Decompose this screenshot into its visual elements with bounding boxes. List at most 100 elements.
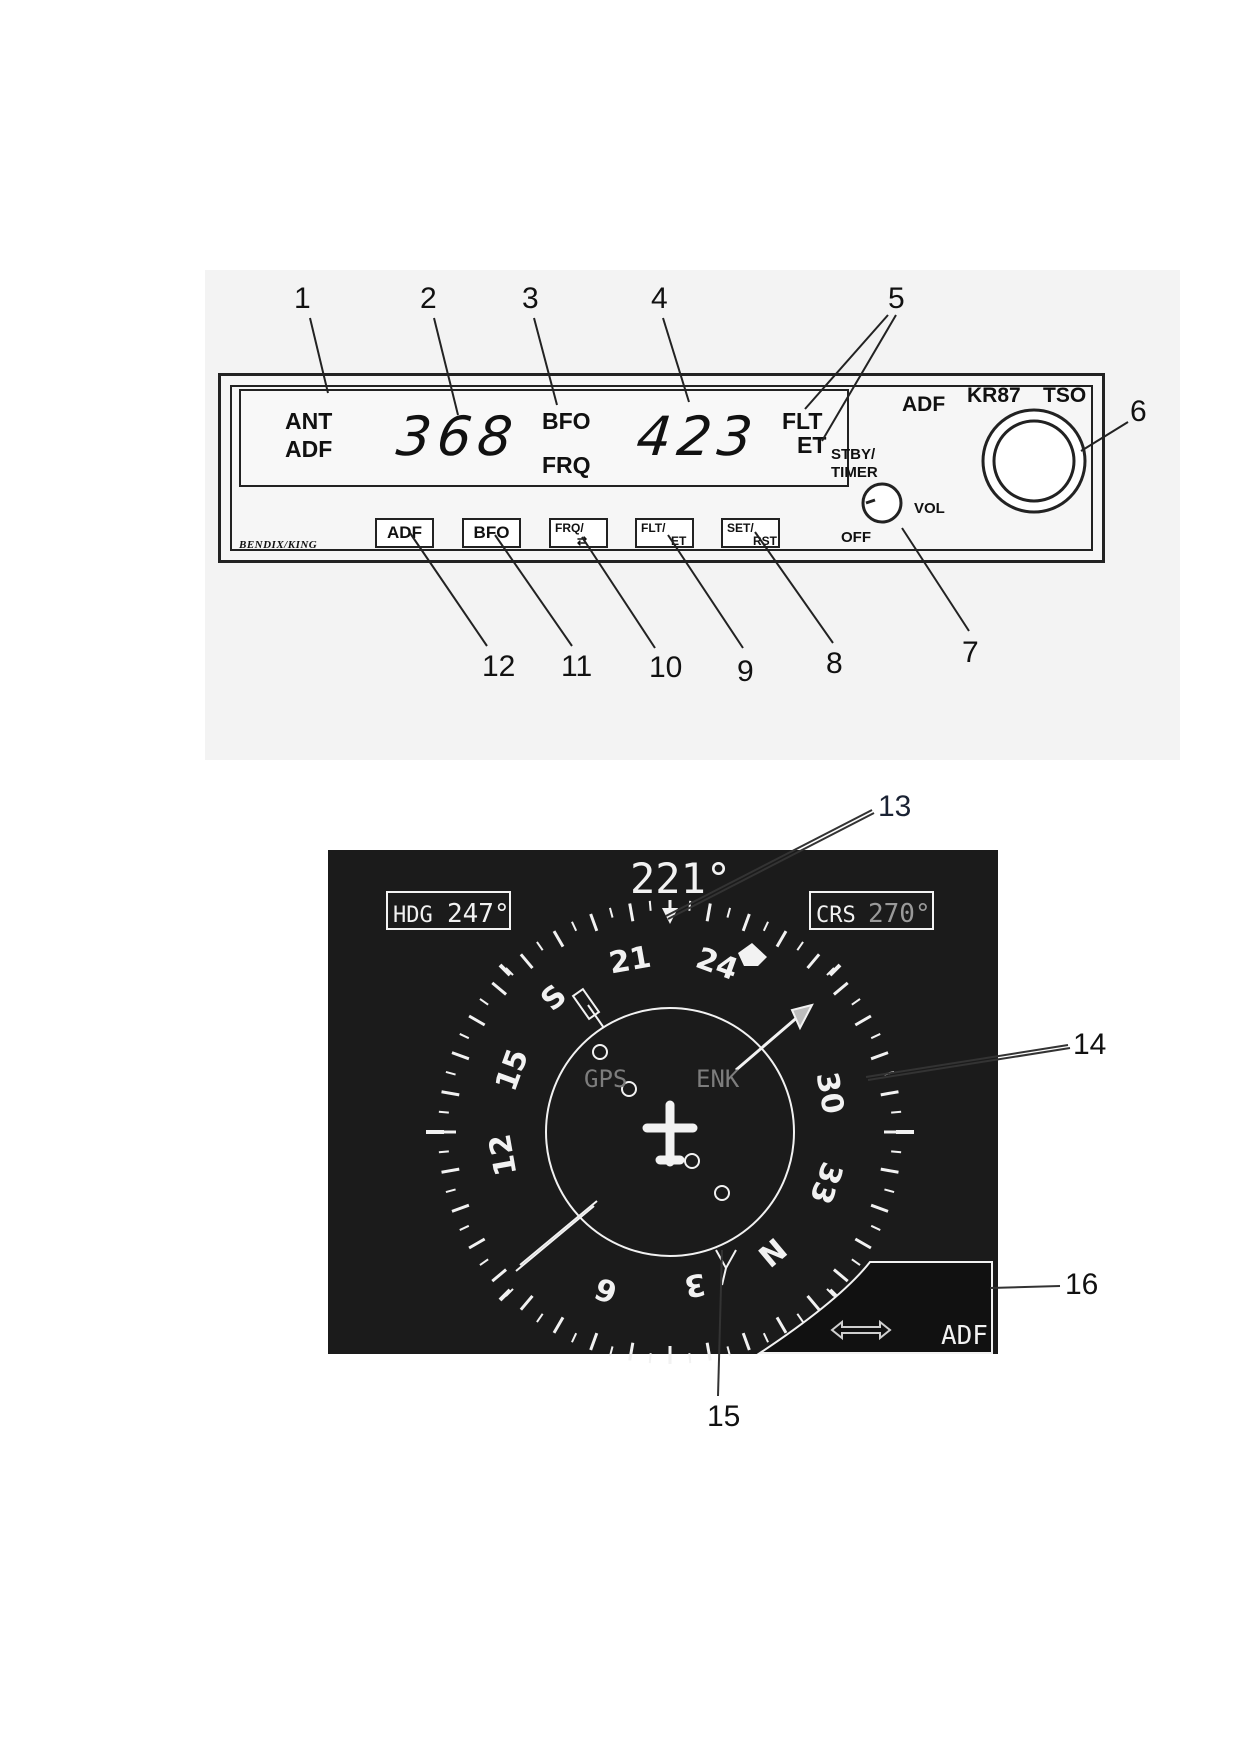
- compass-tick: [870, 1033, 881, 1040]
- compass-label-24: 24: [691, 941, 742, 988]
- compass-tick: [468, 1237, 486, 1250]
- bfo-button[interactable]: BFO: [462, 518, 521, 548]
- compass-tick: [438, 1110, 449, 1114]
- bfo-annunciator: BFO: [542, 408, 591, 434]
- stby-timer-label: STBY/ TIMER: [831, 446, 878, 481]
- compass-tick: [741, 1332, 751, 1351]
- volume-knob[interactable]: [861, 482, 903, 524]
- compass-tick: [880, 1167, 899, 1174]
- course-pointer-tail: [519, 1200, 598, 1266]
- compass-label-s: S: [534, 978, 573, 1018]
- compass-tick: [880, 1090, 899, 1097]
- callout-2: 2: [420, 282, 437, 315]
- callout-5: 5: [888, 282, 905, 315]
- compass-tick: [459, 1224, 470, 1231]
- compass-label-30: 30: [809, 1069, 851, 1116]
- compass-tick: [806, 1294, 821, 1311]
- frq-button-label: FRQ: [555, 521, 581, 535]
- compass-tick: [491, 1268, 508, 1283]
- compass-tick: [608, 1346, 614, 1357]
- brand-logo: BENDIX/KING: [239, 539, 318, 551]
- compass-tick: [775, 1316, 788, 1334]
- compass-tick: [519, 1294, 534, 1311]
- compass-tick: [705, 903, 712, 922]
- compass-tick: [851, 998, 861, 1006]
- compass-tick: [505, 967, 514, 976]
- callout-8: 8: [826, 647, 843, 680]
- compass-tick: [441, 1167, 460, 1174]
- enk-station-label: ENK: [696, 1065, 740, 1093]
- compass-label-21: 21: [606, 940, 653, 982]
- compass-tick: [628, 903, 635, 922]
- compass-tick: [451, 1203, 470, 1213]
- ant-annunciator: ANT: [285, 408, 333, 434]
- waypoint-markers: [592, 1044, 730, 1201]
- gps-waypoint-label: GPS: [584, 1065, 627, 1093]
- compass-tick: [552, 1316, 565, 1334]
- compass-tick: [891, 1110, 902, 1114]
- frq-annunciator: FRQ: [542, 452, 591, 478]
- flt-annunciator: FLT: [782, 408, 823, 434]
- hdg-box: [386, 891, 511, 930]
- compass-tick: [832, 981, 849, 996]
- adf-button[interactable]: ADF: [375, 518, 434, 548]
- callout-16: 16: [1065, 1268, 1099, 1301]
- compass-tick: [648, 1353, 652, 1364]
- source-toggle-arrow-icon: [830, 1319, 892, 1341]
- set-rst-button[interactable]: SET/ RST: [721, 518, 780, 548]
- compass-tick: [536, 1313, 544, 1323]
- compass-label-15: 15: [489, 1045, 536, 1096]
- compass-tick: [854, 1237, 872, 1250]
- compass-tick: [870, 1224, 881, 1231]
- flt-et-button[interactable]: FLT/ ET: [635, 518, 694, 548]
- compass-tick: [451, 1051, 470, 1061]
- callout-7: 7: [962, 636, 979, 669]
- volume-knob-pointer: [865, 498, 876, 505]
- compass-tick: [796, 1313, 804, 1323]
- inner-range-ring: [545, 1007, 795, 1257]
- compass-tick: [688, 1353, 692, 1364]
- course-pointer-tip: [571, 987, 601, 1021]
- compass-tick: [438, 1150, 449, 1154]
- compass-tick: [571, 921, 578, 932]
- compass-tick: [762, 921, 769, 932]
- crs-box: [809, 891, 934, 930]
- compass-tick: [884, 1188, 895, 1194]
- compass-tick: [832, 1268, 849, 1283]
- adf-source-corner[interactable]: [756, 1261, 993, 1354]
- compass-tick: [854, 1014, 872, 1027]
- frq-transfer-button[interactable]: FRQ/ ⇄: [549, 518, 608, 548]
- flt-button-label: FLT: [641, 521, 663, 535]
- compass-tick: [536, 941, 544, 951]
- compass-tick: [806, 953, 821, 970]
- adf-bearing-arrow-icon: [790, 1003, 814, 1031]
- compass-rose-ticks: [438, 900, 902, 1364]
- frequency-knob-inner[interactable]: [992, 419, 1076, 503]
- adf-annunciator: ADF: [285, 436, 333, 462]
- adf-bearing-tail-icon: [715, 1249, 737, 1286]
- compass-tick: [589, 913, 599, 932]
- compass-tick: [491, 981, 508, 996]
- compass-tick: [519, 953, 534, 970]
- compass-tick: [479, 998, 489, 1006]
- adf-label: ADF: [902, 393, 946, 416]
- compass-tick: [826, 967, 835, 976]
- hsi-leader-lines: [665, 809, 1071, 1397]
- compass-label-n: N: [751, 1230, 793, 1273]
- bearing-readout: 221°: [630, 854, 731, 903]
- compass-tick: [705, 1342, 712, 1361]
- callout-12: 12: [482, 650, 516, 683]
- compass-label-3: 3: [682, 1265, 709, 1303]
- aircraft-symbol-icon: [642, 1100, 698, 1167]
- callout-14: 14: [1073, 1028, 1107, 1061]
- compass-tick: [796, 941, 804, 951]
- panel-bezel: [230, 385, 1093, 551]
- set-button-label: SET: [727, 521, 751, 535]
- callout-10: 10: [649, 651, 683, 684]
- compass-tick: [468, 1014, 486, 1027]
- compass-tick: [589, 1332, 599, 1351]
- callout-6: 6: [1130, 395, 1147, 428]
- transfer-arrow-icon: ⇄: [577, 534, 588, 548]
